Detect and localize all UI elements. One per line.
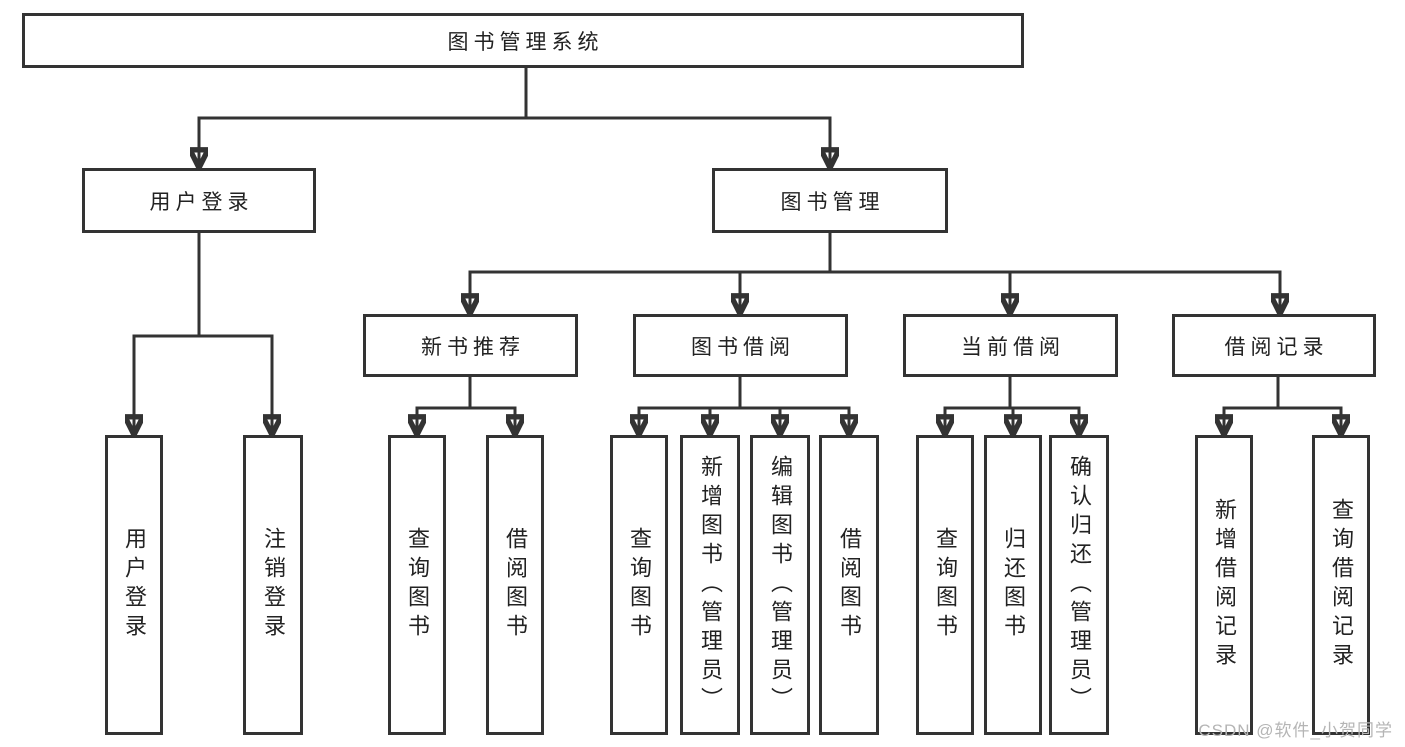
leaf-query-books-3: 查询图书 bbox=[916, 435, 974, 735]
leaf-add-borrow-record: 新增借阅记录 bbox=[1195, 435, 1253, 735]
node-new-book-recommend-label: 新书推荐 bbox=[421, 335, 525, 359]
node-book-management-label: 图书管理 bbox=[780, 190, 885, 214]
node-root-label: 图书管理系统 bbox=[447, 30, 604, 54]
leaf-query-books-3-label: 查询图书 bbox=[933, 527, 958, 643]
leaf-edit-book-admin: 编辑图书（管理员） bbox=[750, 435, 810, 735]
leaf-confirm-return-admin-label: 确认归还（管理员） bbox=[1067, 454, 1092, 716]
node-borrow-records-label: 借阅记录 bbox=[1224, 335, 1329, 359]
leaf-logout-label: 注销登录 bbox=[261, 527, 286, 643]
leaf-add-borrow-record-label: 新增借阅记录 bbox=[1212, 498, 1237, 672]
leaf-user-login-label: 用户登录 bbox=[122, 527, 147, 643]
leaf-return-book-label: 归还图书 bbox=[1001, 527, 1026, 643]
leaf-query-books-2: 查询图书 bbox=[610, 435, 668, 735]
leaf-borrow-books-2-label: 借阅图书 bbox=[837, 527, 862, 643]
leaf-borrow-books-2: 借阅图书 bbox=[819, 435, 879, 735]
leaf-query-books-1: 查询图书 bbox=[388, 435, 446, 735]
node-current-borrow-label: 当前借阅 bbox=[961, 335, 1065, 359]
csdn-watermark: CSDN @软件_小贺同学 bbox=[1198, 721, 1393, 740]
node-book-borrow: 图书借阅 bbox=[633, 314, 848, 377]
node-user-login: 用户登录 bbox=[82, 168, 316, 233]
node-root: 图书管理系统 bbox=[22, 13, 1024, 68]
leaf-query-borrow-record-label: 查询借阅记录 bbox=[1329, 498, 1354, 672]
leaf-add-book-admin: 新增图书（管理员） bbox=[680, 435, 740, 735]
leaf-borrow-books-1: 借阅图书 bbox=[486, 435, 544, 735]
leaf-edit-book-admin-label: 编辑图书（管理员） bbox=[768, 454, 793, 716]
leaf-query-books-2-label: 查询图书 bbox=[627, 527, 652, 643]
node-user-login-label: 用户登录 bbox=[149, 190, 254, 214]
node-book-borrow-label: 图书借阅 bbox=[691, 335, 795, 359]
leaf-confirm-return-admin: 确认归还（管理员） bbox=[1049, 435, 1109, 735]
leaf-user-login: 用户登录 bbox=[105, 435, 163, 735]
leaf-query-borrow-record: 查询借阅记录 bbox=[1312, 435, 1370, 735]
leaf-return-book: 归还图书 bbox=[984, 435, 1042, 735]
node-new-book-recommend: 新书推荐 bbox=[363, 314, 578, 377]
leaf-borrow-books-1-label: 借阅图书 bbox=[503, 527, 528, 643]
leaf-add-book-admin-label: 新增图书（管理员） bbox=[698, 454, 723, 716]
node-book-management: 图书管理 bbox=[712, 168, 948, 233]
node-borrow-records: 借阅记录 bbox=[1172, 314, 1376, 377]
leaf-query-books-1-label: 查询图书 bbox=[405, 527, 430, 643]
node-current-borrow: 当前借阅 bbox=[903, 314, 1118, 377]
leaf-logout: 注销登录 bbox=[243, 435, 303, 735]
